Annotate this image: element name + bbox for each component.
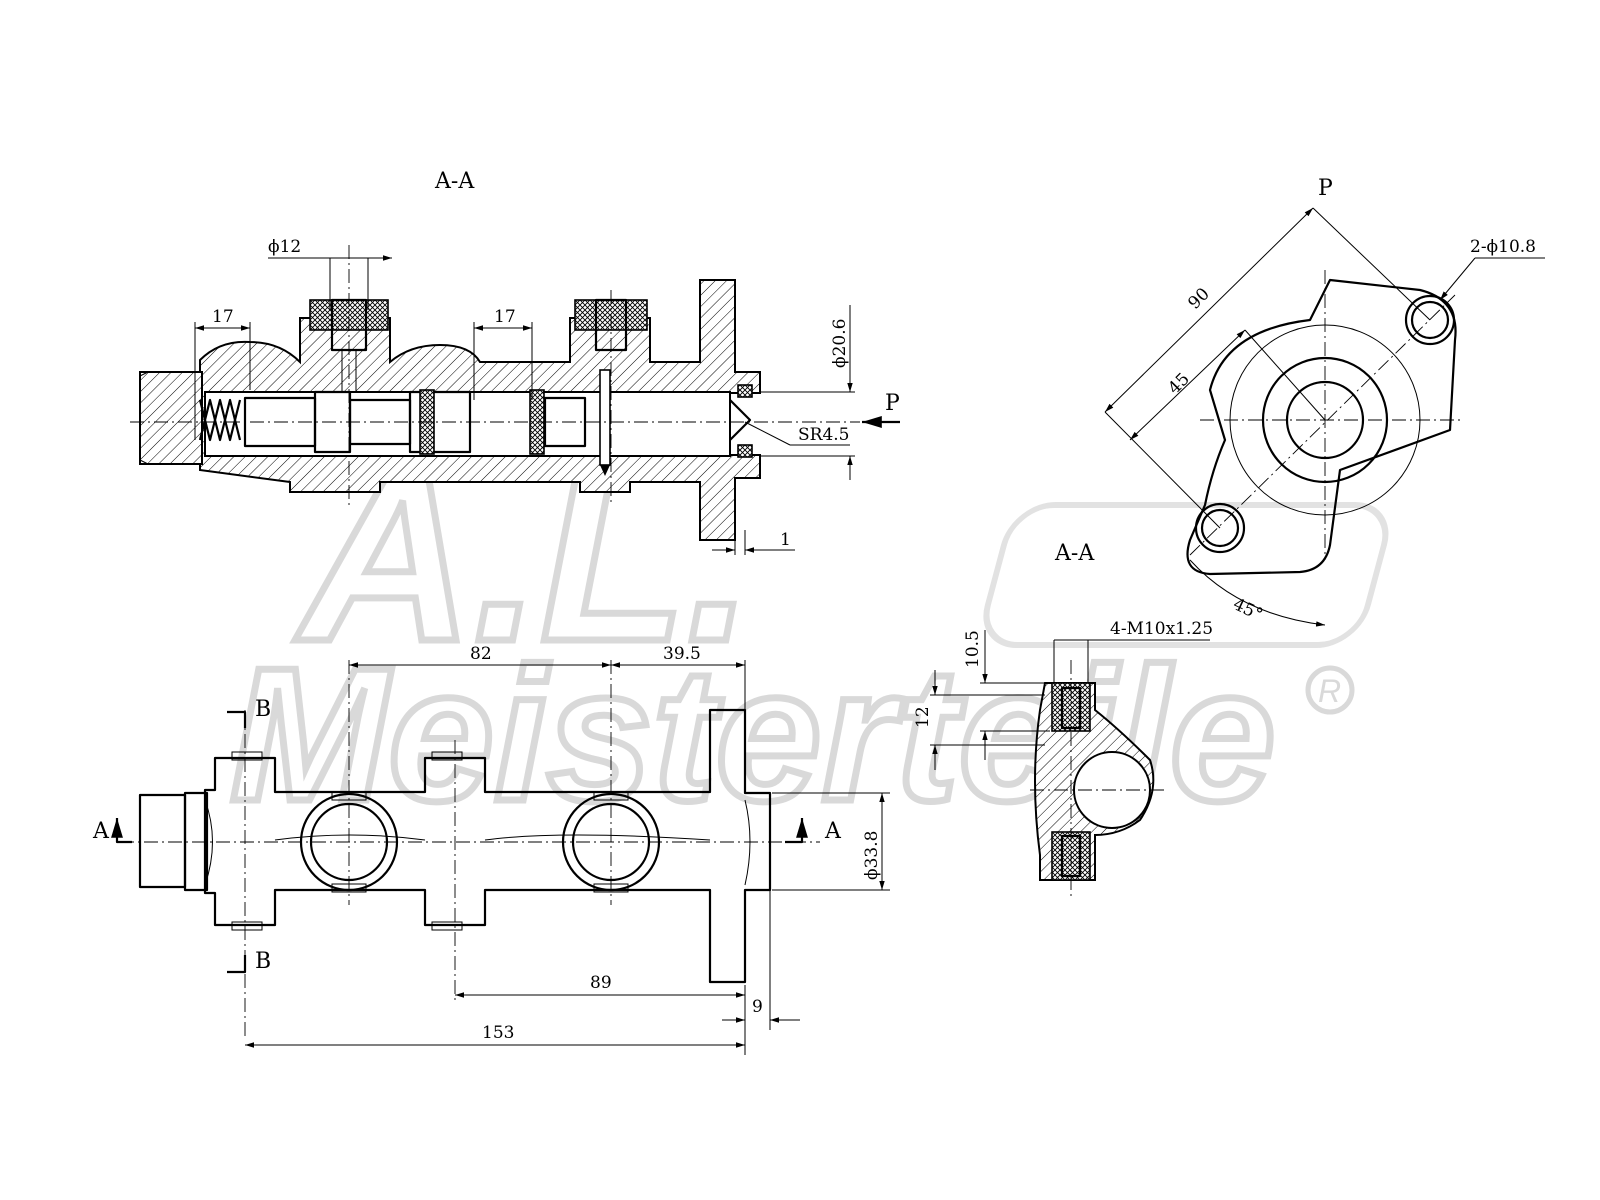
dim-port-height: 12 — [913, 670, 1045, 770]
dim-half-spacing: 45 — [1129, 329, 1326, 441]
top-end-plug — [138, 793, 187, 889]
section-view-title: A-A — [434, 169, 475, 194]
dim-port-height-label: 12 — [913, 706, 933, 728]
mount-hole-2 — [1194, 502, 1246, 554]
dim-overall-length-label: 153 — [482, 1023, 514, 1043]
flange-view-title: P — [1318, 176, 1333, 201]
dim-holes: 2-ϕ10.8 — [1439, 237, 1545, 301]
dim-inlet-diameter-label: ϕ12 — [268, 237, 301, 257]
top-view: B B A A 82 39.5 ϕ33.8 — [92, 644, 890, 1055]
dim-mount-length-label: 89 — [590, 973, 612, 993]
section-mark-a-left-label: A — [92, 819, 110, 844]
section-mark-b-bottom: B — [227, 949, 271, 974]
dim-thread-label: 4-M10x1.25 — [1110, 619, 1213, 639]
section-mark-a-right: A — [785, 818, 842, 844]
dim-flange-thickness: 9 — [722, 890, 800, 1030]
section-mark-b-top-label: B — [255, 697, 271, 722]
dim-thread: 4-M10x1.25 — [1053, 619, 1213, 683]
registered-mark-icon: R — [1305, 665, 1355, 715]
dim-flange-offset-label: 39.5 — [663, 644, 701, 664]
side-section-aa: A-A 4-M10x1.25 10.5 12 — [913, 541, 1213, 900]
dim-half-spacing-label: 45 — [1164, 369, 1193, 398]
dim-port-depth-label: 10.5 — [963, 630, 983, 668]
dim-mid-offset: 17 — [473, 307, 533, 400]
dim-flange-gap: 1 — [712, 530, 795, 555]
section-mark-a-right-label: A — [824, 819, 842, 844]
stop-pin — [599, 369, 611, 466]
watermark: A.L. Meisterteile R — [227, 420, 1389, 845]
view-arrow-p: P — [862, 391, 900, 428]
view-arrow-p-label: P — [885, 391, 900, 416]
dim-inlet-diameter: ϕ12 — [268, 237, 392, 310]
side-section-title: A-A — [1054, 541, 1095, 566]
dim-overall-length: 153 — [245, 985, 746, 1055]
dim-port-depth: 10.5 — [963, 630, 1050, 760]
dim-body-diameter: ϕ33.8 — [772, 792, 890, 891]
dim-sphere-radius-label: SR4.5 — [798, 425, 849, 445]
dim-port-spacing-label: 82 — [470, 644, 492, 664]
return-spring — [198, 398, 242, 442]
end-plug — [139, 371, 203, 465]
dim-sphere-radius: SR4.5 — [744, 421, 850, 446]
registered-mark-letter: R — [1318, 673, 1341, 709]
dim-holes-label: 2-ϕ10.8 — [1470, 237, 1536, 257]
dim-bore-diameter: ϕ20.6 — [760, 305, 855, 480]
dim-left-offset: 17 — [194, 307, 251, 440]
dim-left-offset-label: 17 — [212, 307, 234, 327]
flange-outline — [1186, 278, 1457, 576]
section-mark-a-left: A — [92, 818, 132, 844]
dim-flange-gap-label: 1 — [780, 530, 791, 550]
dim-hole-spacing: 90 — [1104, 207, 1431, 529]
dim-mid-offset-label: 17 — [494, 307, 516, 327]
dim-body-diameter-label: ϕ33.8 — [862, 831, 882, 880]
dim-bore-diameter-label: ϕ20.6 — [830, 319, 850, 368]
outlet-cone — [729, 399, 752, 441]
dim-flange-thickness-label: 9 — [752, 997, 763, 1017]
dim-angle-label: 45° — [1230, 594, 1266, 625]
dim-port-spacing: 82 — [349, 644, 611, 668]
mount-hole-1 — [1404, 294, 1456, 346]
section-view-aa: A-A — [130, 169, 900, 555]
dim-mount-length: 89 — [455, 973, 745, 998]
dim-angle: 45° — [1189, 559, 1326, 627]
section-mark-b-bottom-label: B — [255, 949, 271, 974]
dim-flange-offset: 39.5 — [611, 644, 746, 712]
section-mark-b-top: B — [227, 697, 271, 728]
flange-view-p: P 2-ϕ10.8 90 4 — [1104, 176, 1545, 627]
